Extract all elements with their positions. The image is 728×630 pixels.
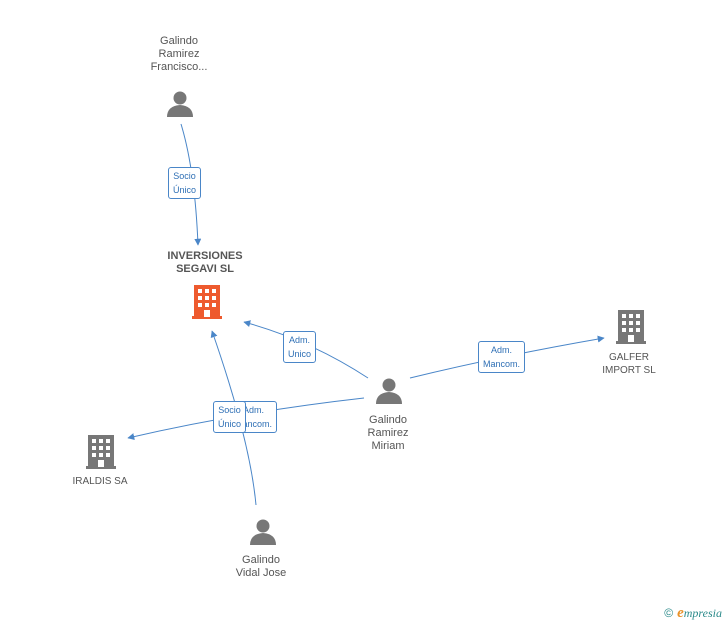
node-label-galfer[interactable]: GALFER IMPORT SL [569, 351, 689, 377]
label-line: Ramirez [158, 48, 200, 60]
node-label-segavi[interactable]: INVERSIONES SEGAVI SL [145, 250, 265, 276]
edge-label-line: Único [218, 419, 242, 429]
node-label-iraldis[interactable]: IRALDIS SA [40, 475, 160, 488]
person-icon[interactable] [167, 91, 193, 118]
edge-label-miriam-segavi[interactable]: Adm. Unico [283, 331, 317, 363]
edge-label-line: Unico [288, 349, 312, 359]
building-icon[interactable] [616, 310, 646, 344]
label-line: Miriam [371, 440, 405, 452]
label-line: Galindo [160, 35, 198, 47]
node-label-miriam[interactable]: Galindo Ramirez Miriam [328, 414, 448, 453]
copyright-brand: ©empresia [664, 605, 722, 622]
label-line: Vidal Jose [235, 567, 287, 579]
label-line: Francisco... [150, 61, 208, 73]
node-label-vidal[interactable]: Galindo Vidal Jose [201, 554, 321, 580]
building-icon[interactable] [86, 435, 116, 469]
edge-label-line: Adm. [243, 405, 265, 415]
edge-label-line: Adm. [491, 345, 513, 355]
node-label-francisco[interactable]: Galindo Ramirez Francisco... [119, 35, 239, 74]
brand-initial: e [677, 605, 684, 621]
edge-label-line: Adm. [289, 335, 311, 345]
label-line: INVERSIONES [167, 250, 243, 262]
edge-label-line: Mancom. [483, 359, 521, 369]
edge-label-line: Único [173, 185, 197, 195]
label-line: IRALDIS SA [72, 476, 128, 487]
edge-label-line: Socio [218, 405, 241, 415]
label-line: Galindo [369, 414, 407, 426]
edge-label-vidal-segavi[interactable]: Socio Único [213, 401, 247, 433]
label-line: Galindo [242, 554, 280, 566]
person-icon[interactable] [250, 519, 276, 546]
label-line: Ramirez [367, 427, 409, 439]
copyright-symbol: © [664, 606, 674, 620]
edge-label-francisco-segavi[interactable]: Socio Único [168, 167, 202, 199]
label-line: GALFER [608, 352, 649, 363]
building-icon-main[interactable] [192, 285, 222, 319]
label-line: IMPORT SL [602, 365, 656, 376]
label-line: SEGAVI SL [176, 263, 234, 275]
person-icon[interactable] [376, 378, 402, 405]
brand-name: mpresia [683, 606, 722, 620]
edge-label-line: Mancom. [235, 419, 273, 429]
edge-label-miriam-galfer[interactable]: Adm. Mancom. [478, 341, 526, 373]
edge-label-line: Socio [173, 171, 196, 181]
